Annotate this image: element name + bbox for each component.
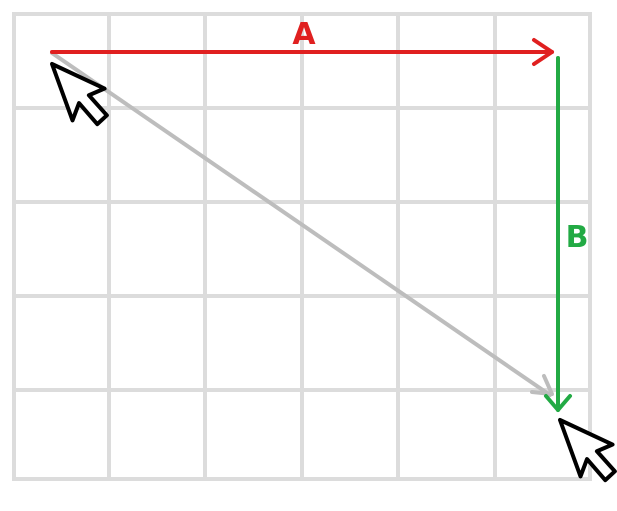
start-cursor-shape (50, 62, 109, 127)
grid (12, 12, 592, 481)
arrow-b-head (544, 394, 572, 412)
end-cursor-shape (558, 418, 617, 483)
diagonal-arrowhead (530, 374, 554, 396)
arrow-a-head (532, 38, 554, 66)
arrow-b-label: B (566, 220, 589, 255)
mouse-pointer-icon (558, 418, 617, 483)
diagonal-arrow (50, 51, 554, 397)
mouse-pointer-icon (50, 62, 109, 127)
arrow-a (50, 38, 554, 66)
diagonal-arrow-line (50, 51, 552, 397)
arrow-b (544, 56, 572, 412)
arrow-a-label: A (292, 17, 316, 52)
